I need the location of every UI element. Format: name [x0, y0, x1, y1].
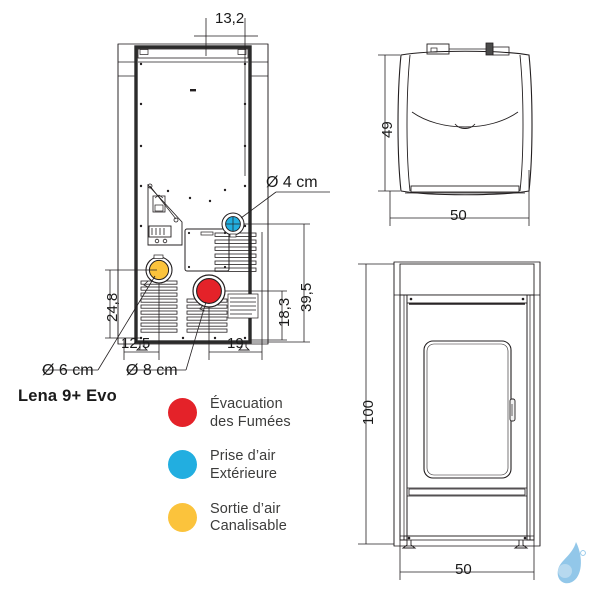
dimension-rear-bottom-left: 12,5 — [121, 335, 151, 352]
rear-view-ports — [143, 212, 245, 312]
legend-item-ducted-air: Sortie d’air Canalisable — [168, 501, 348, 536]
callout-air-intake-diameter: Ø 4 cm — [266, 174, 318, 191]
dimension-front-width: 50 — [455, 561, 472, 578]
port-legend: Évacuation des Fumées Prise d’air Extéri… — [168, 396, 348, 553]
rear-view-dimension-lines — [42, 18, 330, 371]
dimension-rear-top-width: 13,2 — [215, 10, 245, 27]
legend-label-flue: Évacuation des Fumées — [210, 396, 291, 430]
dimension-rear-right-upper: 39,5 — [298, 282, 315, 312]
dimension-top-width: 50 — [450, 207, 467, 224]
flue-color-swatch — [168, 398, 197, 427]
legend-item-flue: Évacuation des Fumées — [168, 396, 348, 431]
air-intake-color-swatch — [168, 450, 197, 480]
front-view-dimension-lines — [358, 263, 535, 580]
dimension-rear-left-height: 24,8 — [104, 292, 121, 322]
legend-label-ducted-air: Sortie d’air Canalisable — [210, 500, 287, 535]
rear-view-geometry — [117, 43, 269, 351]
dimension-rear-right-lower: 18,3 — [276, 297, 293, 327]
legend-label-air-intake: Prise d’air Extérieure — [210, 448, 278, 483]
ducted-air-color-swatch — [168, 502, 197, 532]
front-view-geometry — [393, 261, 541, 549]
dimension-top-height: 49 — [379, 121, 396, 138]
top-view-dimension-lines — [378, 54, 530, 226]
top-view-geometry — [397, 42, 533, 196]
callout-ducted-air-diameter: Ø 6 cm — [42, 362, 94, 379]
callout-flue-diameter: Ø 8 cm — [126, 362, 178, 379]
model-title: Lena 9+ Evo — [18, 387, 117, 405]
dimension-front-height: 100 — [360, 399, 377, 425]
dimension-rear-bottom-right: 19 — [227, 335, 244, 352]
legend-item-air-intake: Prise d’air Extérieure — [168, 448, 348, 483]
water-drop-logo — [557, 542, 586, 584]
